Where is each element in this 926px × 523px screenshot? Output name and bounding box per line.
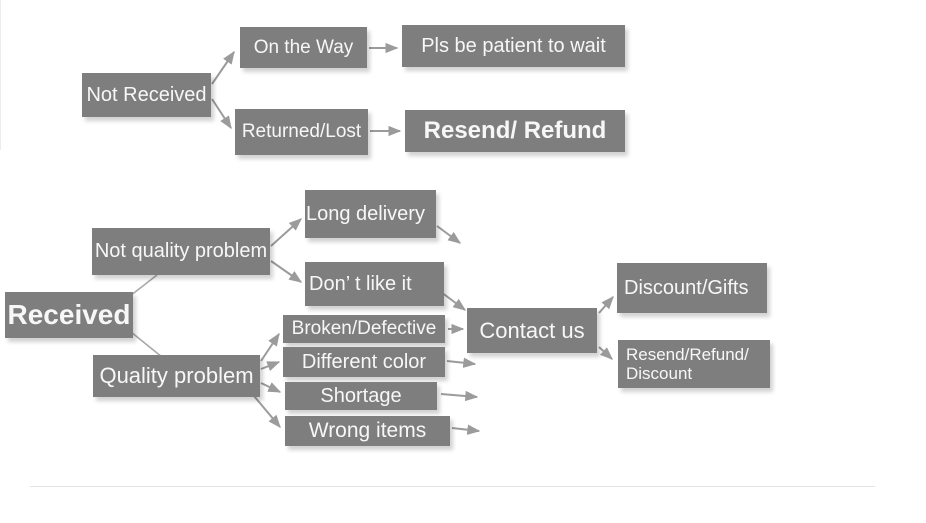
flow-node-wrong-items: Wrong items [285,416,450,446]
flow-node-broken-defective: Broken/Defective [283,315,445,343]
flow-node-received: Received [5,292,133,338]
arrow-differentcolor-out [446,357,477,368]
flow-node-pls-be-patient: Pls be patient to wait [402,25,625,67]
flow-node-resend-refund: Resend/ Refund [405,110,625,152]
arrow-quality-wrongitems [253,395,281,428]
arrow-quality-differentcolor [260,361,281,372]
flow-node-resend-refund-discount: Resend/Refund/ Discount [618,340,770,388]
arrow-quality-brokendefective [260,332,280,362]
flow-node-on-the-way: On the Way [240,27,367,68]
flow-node-different-color: Different color [283,347,445,377]
flow-node-dont-like-it: Don’ t like it [305,262,444,306]
arrow-notquality-dontlikeit [270,260,303,283]
flow-node-contact-us: Contact us [467,308,597,353]
line-received-qualityproblem [130,331,163,358]
flow-node-not-received: Not Received [82,73,211,117]
flow-node-long-delivery: Long delivery [305,190,436,238]
frame-left-edge [0,0,1,150]
arrow-quality-shortage [260,382,282,393]
arrow-wrongitems-out [451,424,481,435]
flow-node-discount-gifts: Discount/Gifts [617,263,767,313]
arrow-longdelivery-out [436,225,462,244]
flow-node-shortage: Shortage [285,382,437,410]
arrow-shortage-out [440,390,479,402]
flow-node-returned-lost: Returned/Lost [235,109,368,155]
arrow-notquality-longdelivery [270,218,302,247]
arrow-notreceived-returnedlost [211,98,232,130]
line-received-notqualityproblem [129,274,158,297]
flow-node-not-quality-problem: Not quality problem [92,228,270,275]
flow-node-quality-problem: Quality problem [93,355,260,397]
frame-bottom-edge [30,486,875,487]
arrow-notreceived-ontheway [211,50,235,85]
arrow-dontlikeit-contactus [440,291,467,311]
arrow-contactus-discountgifts [598,296,614,314]
arrow-contactus-resendrefunddiscount [598,346,613,360]
